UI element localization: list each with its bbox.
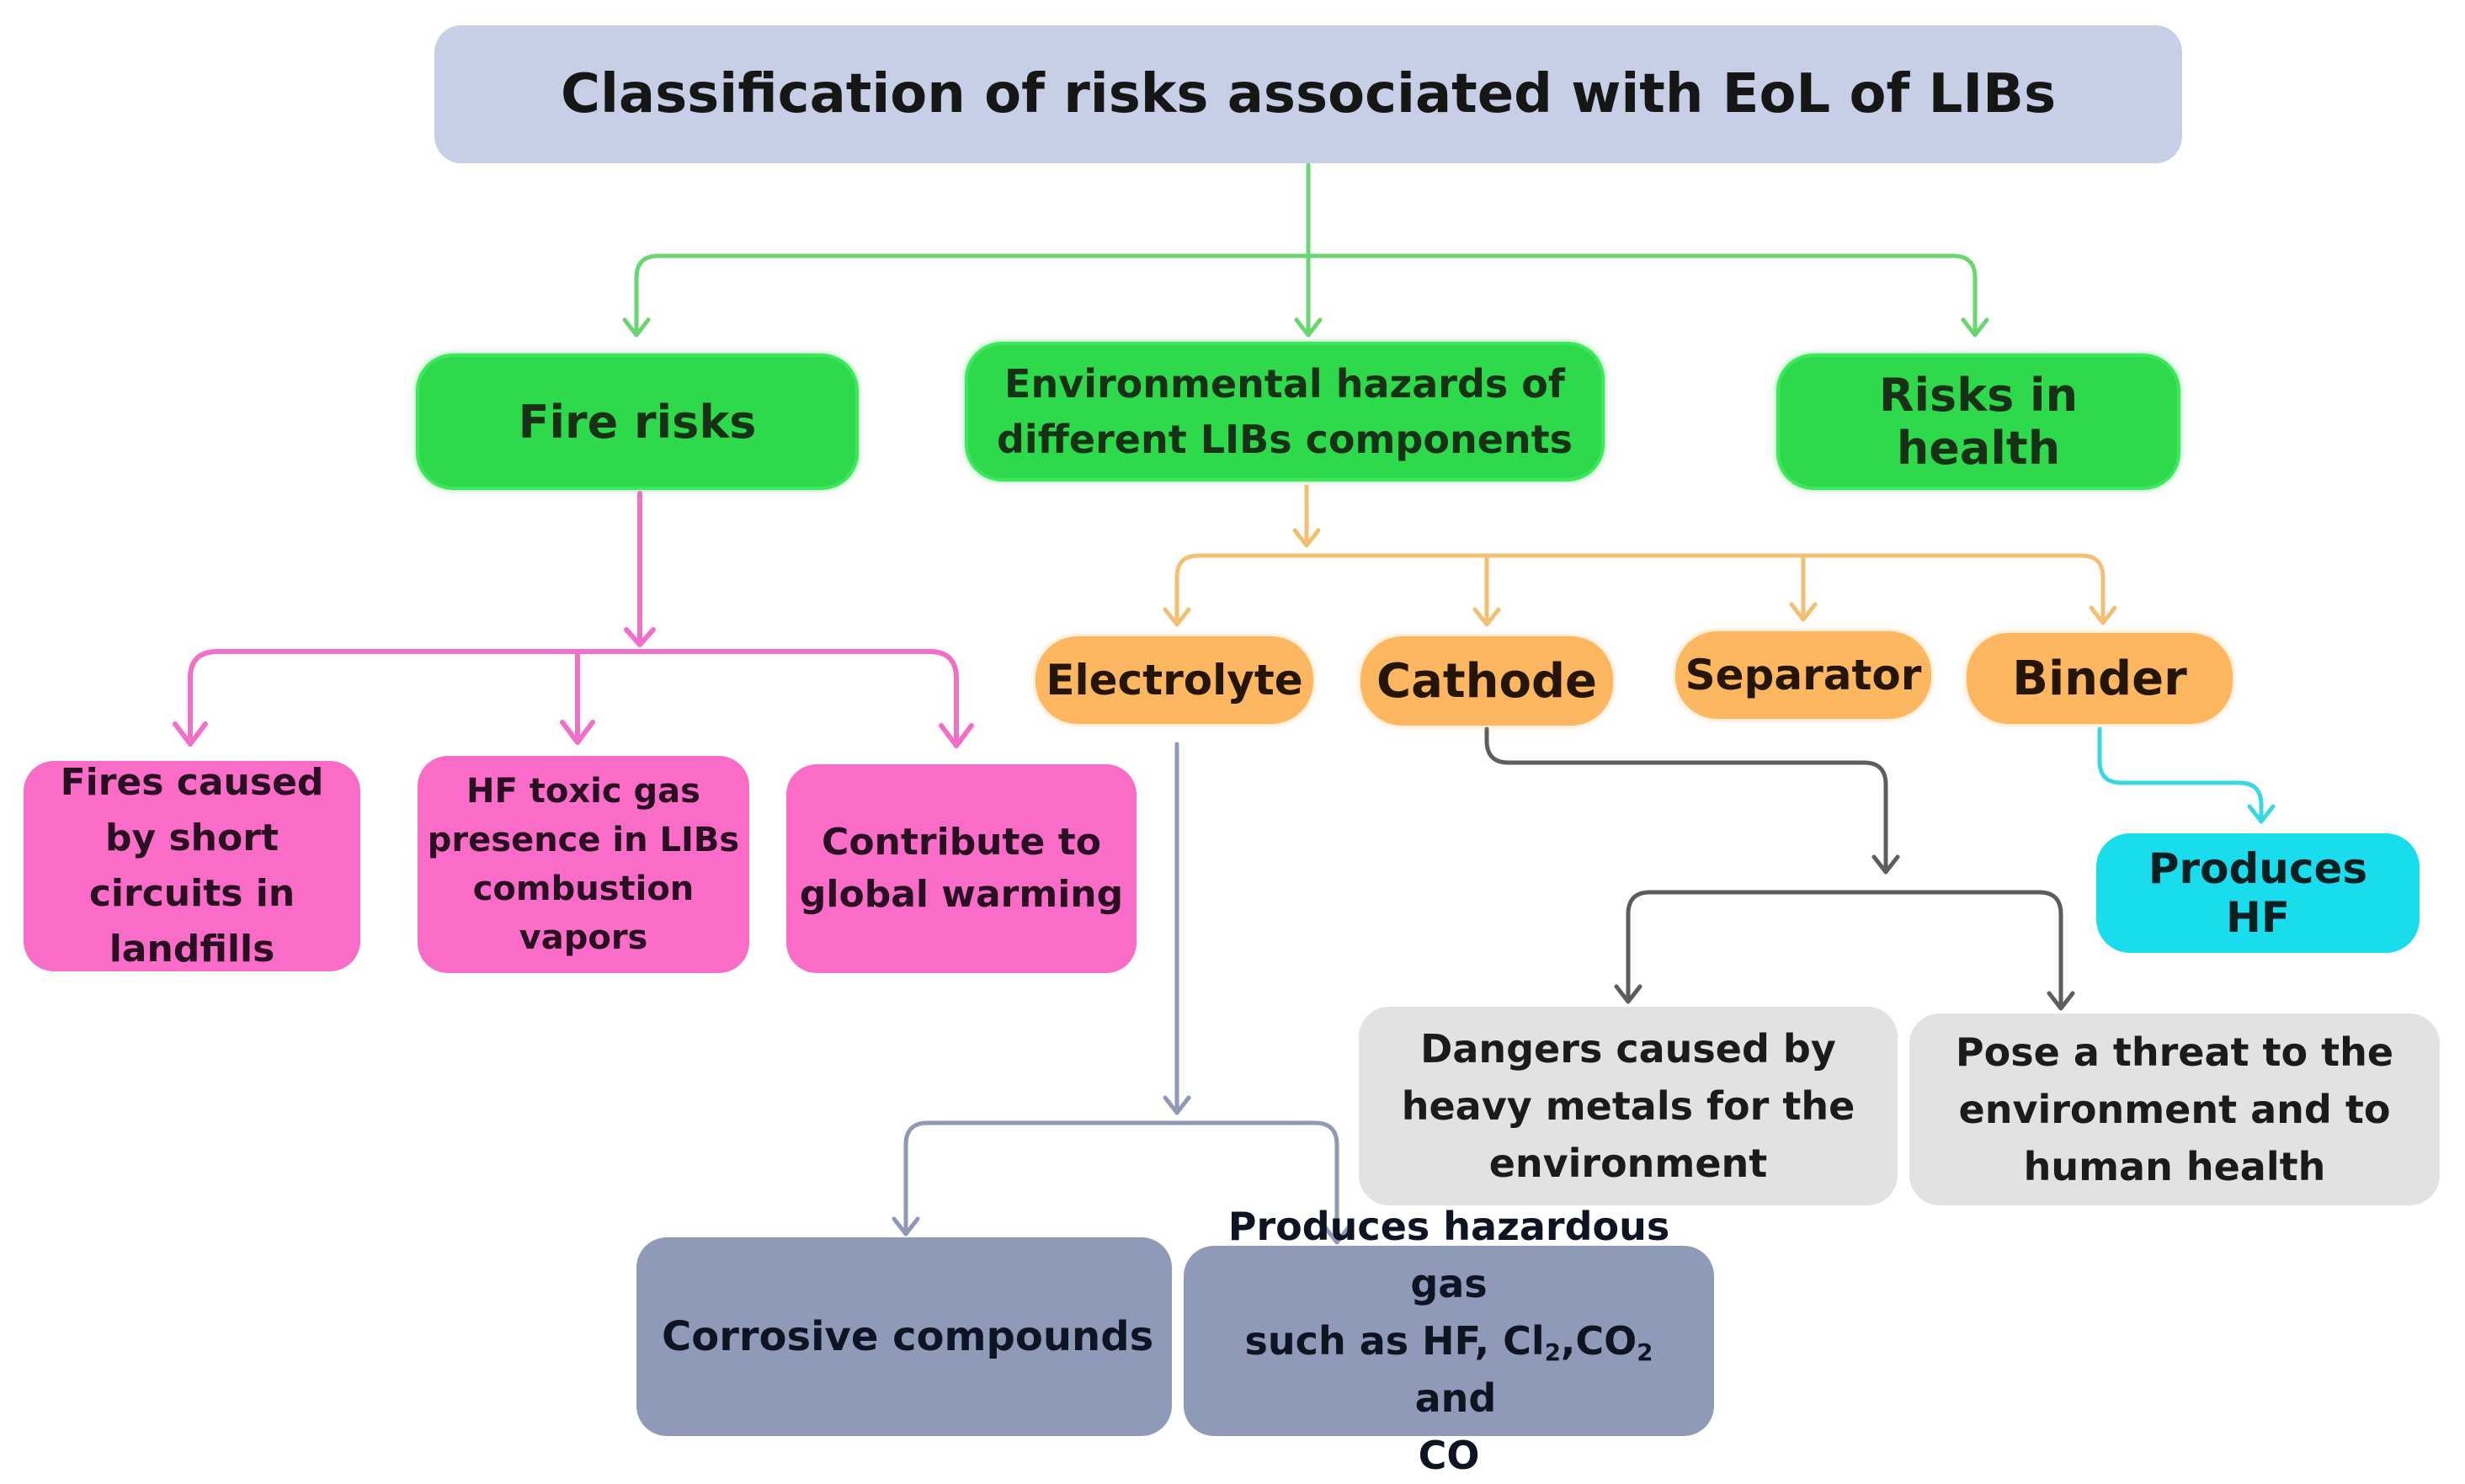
- hazardous-gas-prefix: such as HF, Cl: [1244, 1318, 1545, 1364]
- cl-subscript: 2: [1544, 1338, 1561, 1366]
- cathode-heavy-metals-text: Dangers caused by heavy metals for the e…: [1401, 1026, 1855, 1186]
- electrolyte-hazardous-gas-text: Produces hazardous gas such as HF, Cl2,C…: [1201, 1198, 1697, 1484]
- category-fire-risks: Fire risks: [416, 354, 859, 490]
- category-environmental-hazards-label: Environmental hazards of different LIBs …: [996, 361, 1573, 462]
- component-electrolyte: Electrolyte: [1036, 636, 1313, 724]
- co2-subscript: 2: [1637, 1338, 1653, 1366]
- binder-produces-hf-text: Produces HF: [2148, 844, 2368, 942]
- electrolyte-hazardous-gas: Produces hazardous gas such as HF, Cl2,C…: [1184, 1204, 1714, 1478]
- component-separator: Separator: [1675, 631, 1931, 719]
- component-cathode: Cathode: [1360, 636, 1613, 726]
- fire-risk-short-circuits-text: Fires caused by short circuits in landfi…: [60, 761, 324, 971]
- cathode-threat-environment-health-text: Pose a threat to the environment and to …: [1955, 1029, 2394, 1189]
- hazardous-gas-suffix: and: [1401, 1375, 1497, 1421]
- title-connectors: [622, 162, 1989, 338]
- electrolyte-corrosive-compounds-text: Corrosive compounds: [662, 1313, 1154, 1360]
- fire-connectors: [173, 491, 974, 748]
- co2-text: ,CO: [1560, 1318, 1637, 1364]
- hazardous-gas-line-1: Produces hazardous gas: [1227, 1204, 1670, 1306]
- fire-risk-short-circuits: Fires caused by short circuits in landfi…: [24, 761, 360, 971]
- fire-risk-global-warming-text: Contribute to global warming: [799, 821, 1124, 916]
- component-connectors: [1163, 484, 2117, 627]
- electrolyte-connectors: [892, 742, 1351, 1245]
- cathode-heavy-metals: Dangers caused by heavy metals for the e…: [1359, 1007, 1898, 1205]
- category-health-risks: Risks in health: [1776, 354, 2180, 490]
- binder-connectors: [2097, 726, 2276, 824]
- diagram-title: Classification of risks associated with …: [434, 25, 2182, 163]
- hazardous-gas-line-3: CO: [1418, 1433, 1480, 1478]
- fire-risk-hf-toxic-gas-text: HF toxic gas presence in LIBs combustion…: [427, 772, 740, 957]
- hazardous-gas-line-2: such as HF, Cl2,CO2 and: [1201, 1312, 1697, 1427]
- diagram-title-text: Classification of risks associated with …: [560, 63, 2057, 125]
- fire-risk-hf-toxic-gas: HF toxic gas presence in LIBs combustion…: [418, 756, 749, 973]
- category-environmental-hazards: Environmental hazards of different LIBs …: [965, 342, 1605, 481]
- component-cathode-label: Cathode: [1376, 653, 1598, 709]
- fire-risk-global-warming: Contribute to global warming: [786, 764, 1137, 973]
- cathode-threat-environment-health: Pose a threat to the environment and to …: [1909, 1013, 2440, 1205]
- category-fire-risks-label: Fire risks: [518, 395, 757, 449]
- binder-produces-hf: Produces HF: [2096, 833, 2420, 953]
- component-binder: Binder: [1967, 633, 2233, 724]
- component-separator-label: Separator: [1685, 651, 1922, 699]
- component-electrolyte-label: Electrolyte: [1046, 656, 1303, 705]
- electrolyte-corrosive-compounds: Corrosive compounds: [636, 1237, 1172, 1436]
- category-health-risks-label: Risks in health: [1878, 369, 2079, 475]
- cathode-connectors: [1484, 726, 2075, 1011]
- component-binder-label: Binder: [2012, 651, 2187, 706]
